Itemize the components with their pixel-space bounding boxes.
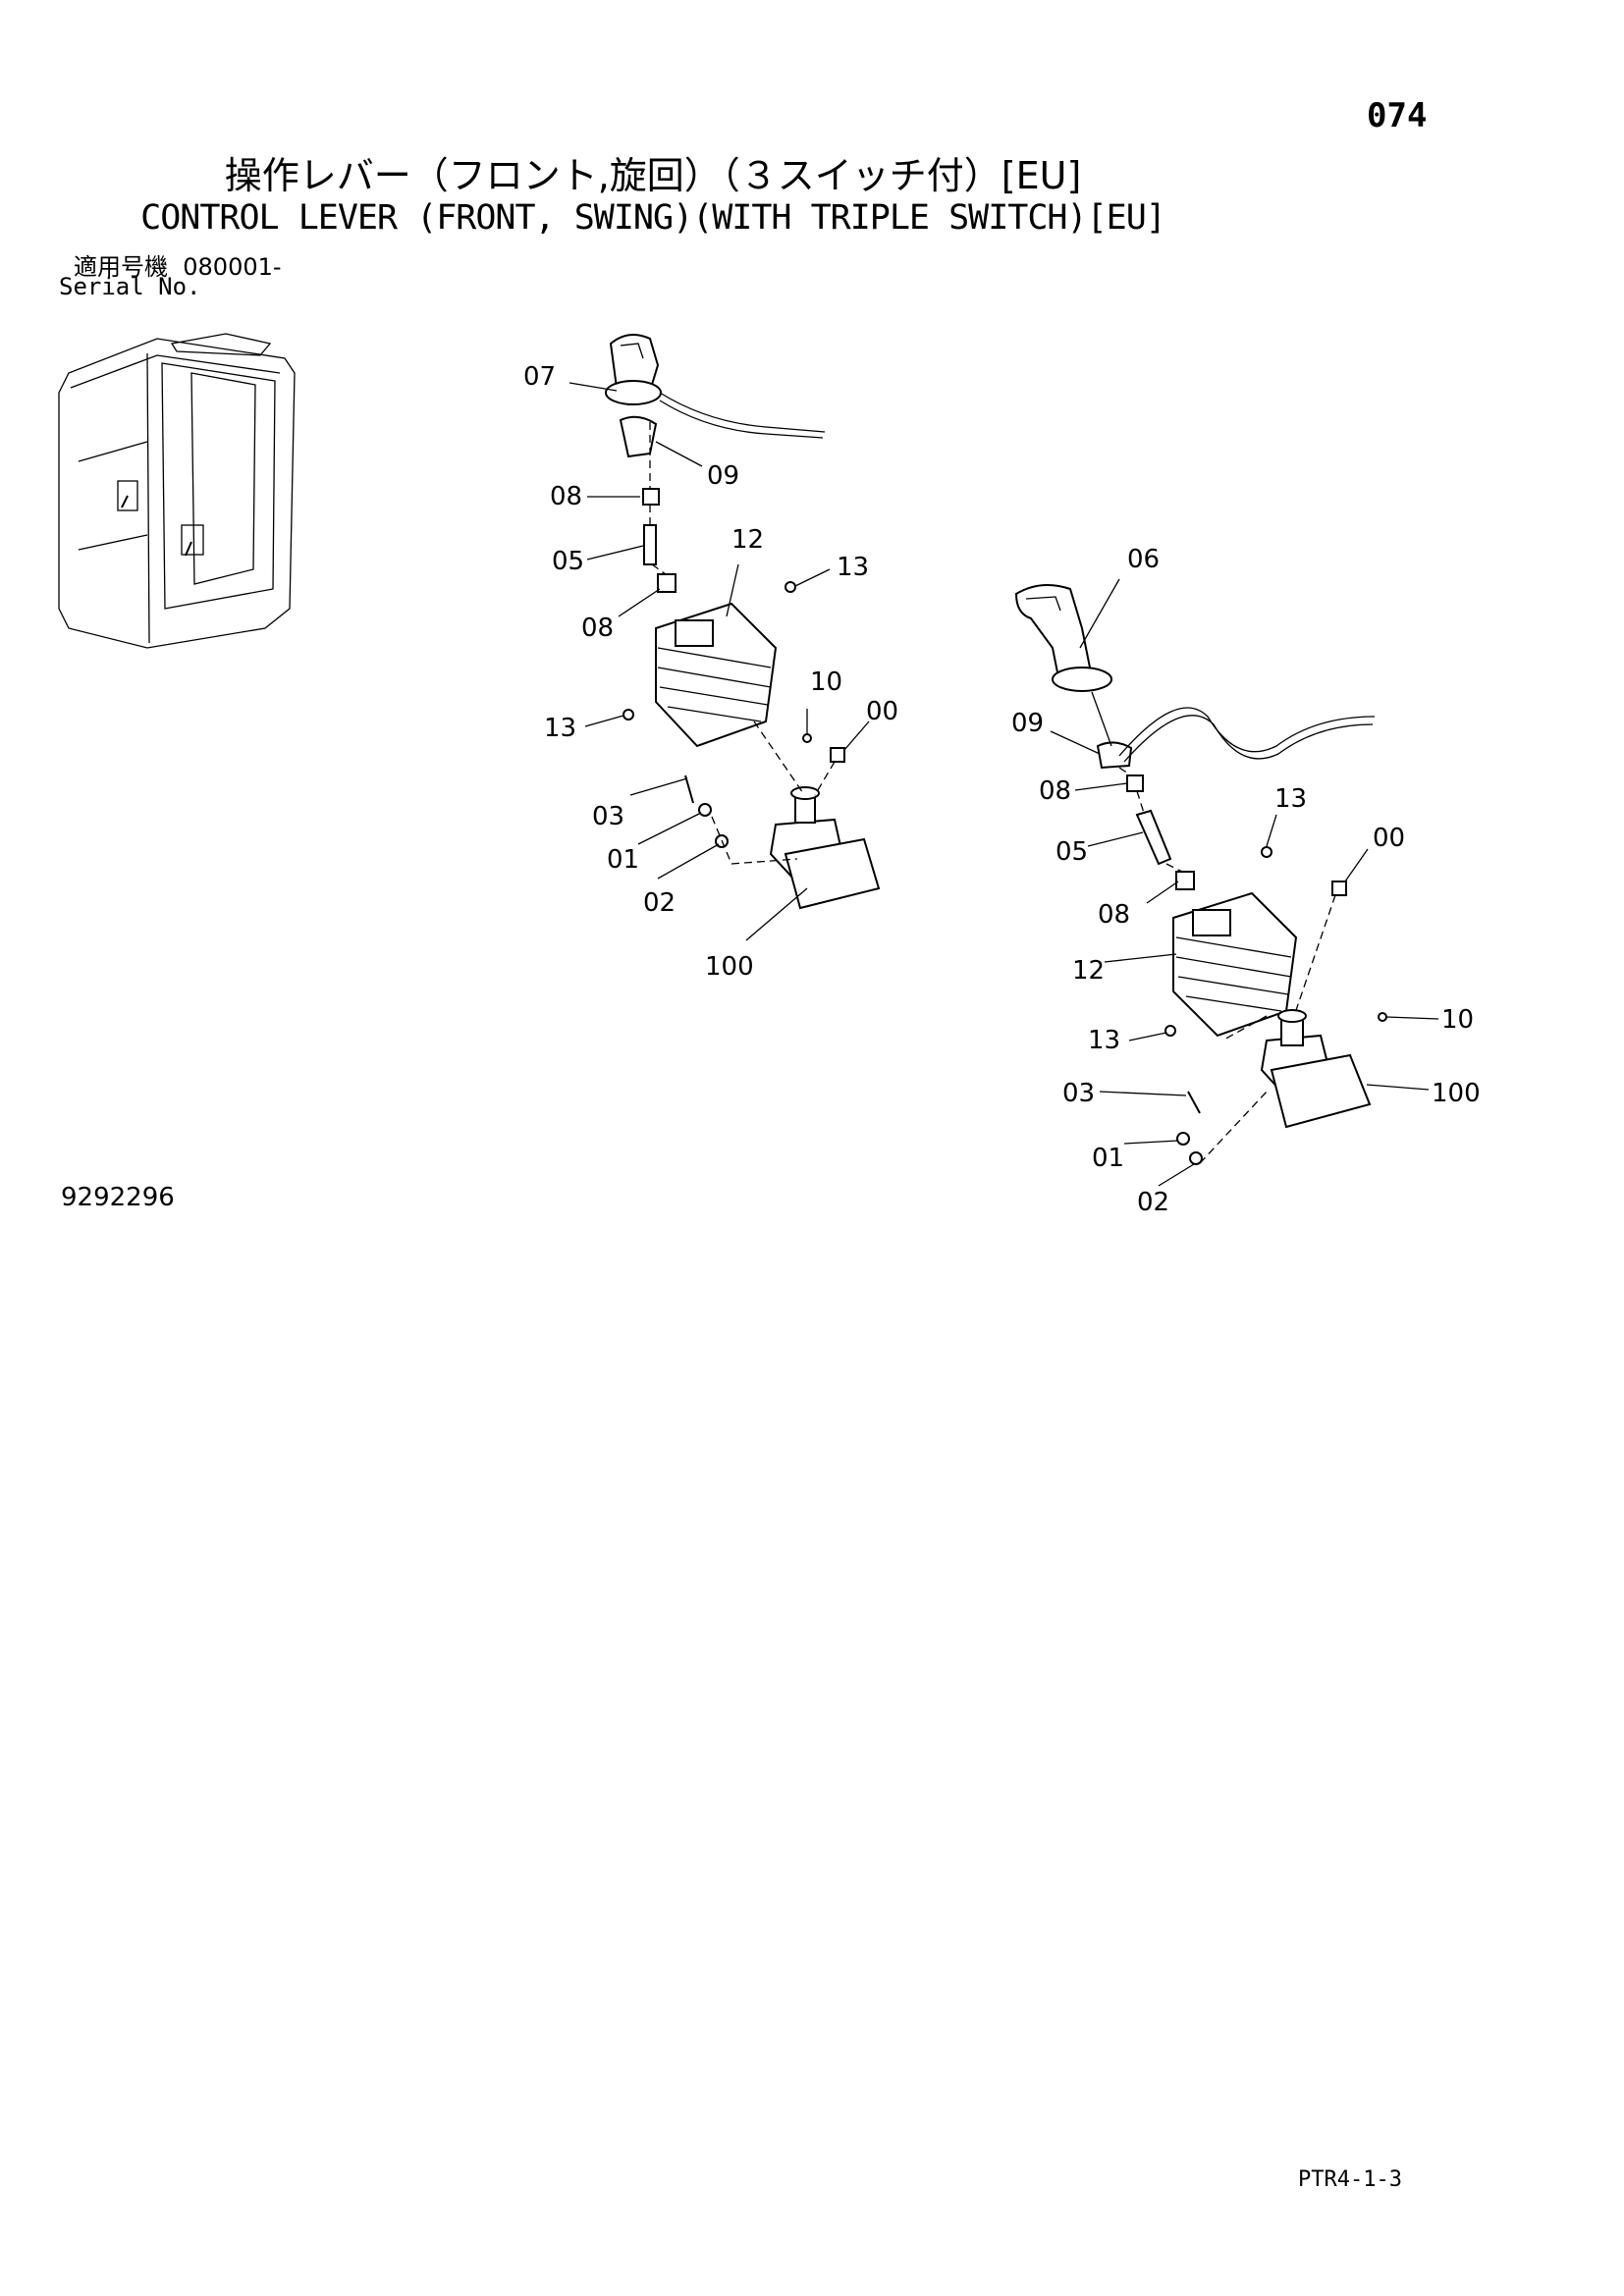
page-number: 074 xyxy=(1367,96,1428,135)
callout-05-right: 05 xyxy=(1056,837,1088,867)
callout-12-right: 12 xyxy=(1072,956,1105,986)
callout-03-right: 03 xyxy=(1062,1079,1095,1108)
callout-08b: 08 xyxy=(581,614,614,643)
callout-02-right: 02 xyxy=(1137,1188,1169,1217)
callout-13b: 13 xyxy=(544,714,576,743)
cab-locator-illustration xyxy=(58,333,296,649)
callout-13b-right: 13 xyxy=(1088,1026,1120,1055)
right-control-lever-assembly xyxy=(1014,584,1387,1165)
callout-01-right: 01 xyxy=(1092,1144,1124,1173)
callout-01: 01 xyxy=(607,845,639,875)
callout-02: 02 xyxy=(643,888,676,918)
serial-label-jp-text: 適用号機 xyxy=(74,253,168,281)
callout-leader-lines xyxy=(568,382,1439,1187)
callout-05: 05 xyxy=(552,547,584,576)
callout-06: 06 xyxy=(1127,545,1160,574)
page-title-english: CONTROL LEVER (FRONT, SWING)(WITH TRIPLE… xyxy=(140,198,1166,238)
callout-10-right: 10 xyxy=(1441,1005,1474,1035)
serial-value: 080001- xyxy=(183,253,282,281)
callout-100-right: 100 xyxy=(1432,1079,1481,1108)
callout-100: 100 xyxy=(705,952,754,982)
callout-09: 09 xyxy=(707,461,739,491)
callout-12: 12 xyxy=(731,525,764,555)
serial-label-japanese: 適用号機 080001- xyxy=(74,247,282,282)
callout-08-right: 08 xyxy=(1039,776,1071,806)
callout-13: 13 xyxy=(837,553,869,582)
left-control-lever-assembly xyxy=(605,334,881,910)
callout-00-right: 00 xyxy=(1373,824,1405,853)
drawing-number: 9292296 xyxy=(61,1183,175,1212)
callout-10: 10 xyxy=(810,667,842,697)
callout-03: 03 xyxy=(592,802,624,831)
callout-07: 07 xyxy=(523,362,556,392)
page-title-japanese: 操作レバー（フロント,旋回）（３スイッチ付）[EU] xyxy=(224,154,1082,197)
callout-08b-right: 08 xyxy=(1098,900,1130,930)
callout-13-right: 13 xyxy=(1274,784,1307,814)
callout-09-right: 09 xyxy=(1011,709,1044,738)
callout-08: 08 xyxy=(550,482,582,511)
serial-label-english: Serial No. xyxy=(59,273,201,300)
sheet-code: PTR4-1-3 xyxy=(1298,2167,1402,2192)
callout-00: 00 xyxy=(866,697,898,726)
